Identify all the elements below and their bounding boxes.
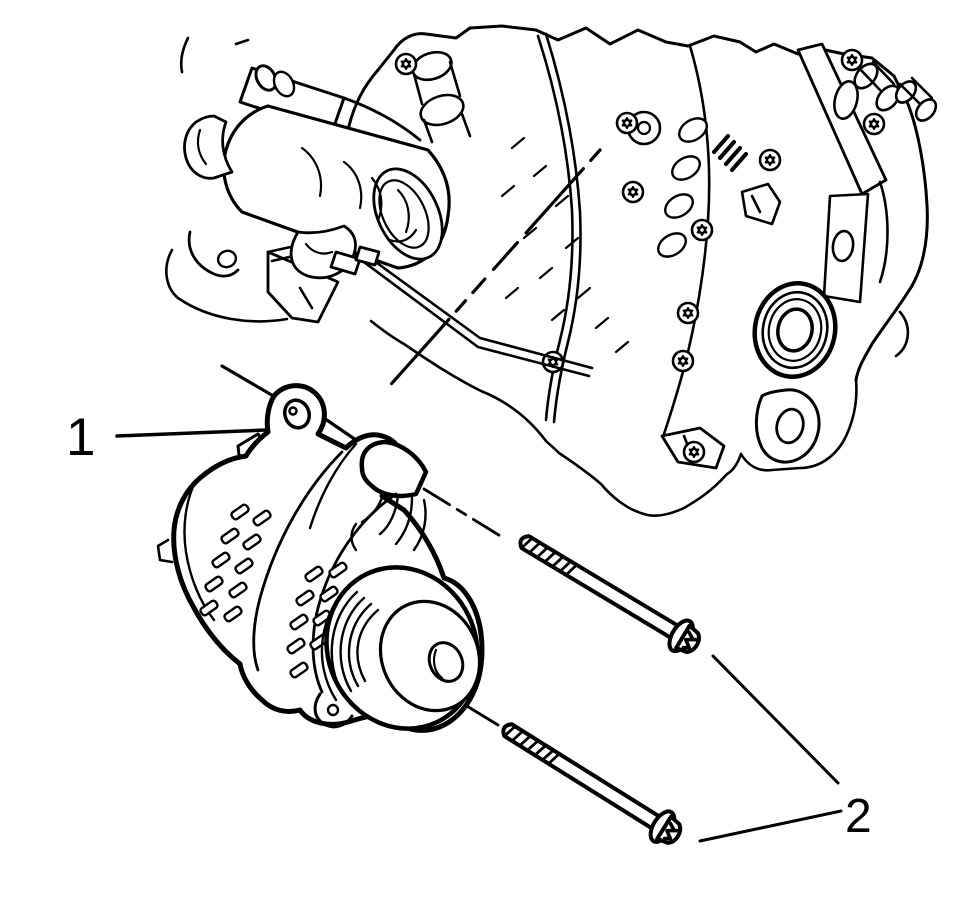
top-bracket — [411, 50, 472, 144]
generator — [156, 383, 485, 733]
rib-hatch — [712, 134, 748, 172]
mount-bracket-arm — [796, 42, 888, 304]
generator-mounting-bolts — [493, 523, 708, 853]
generator-pulley — [320, 565, 482, 731]
engine-outline — [346, 24, 929, 382]
front-ear — [359, 439, 429, 499]
callout-2-leader-upper — [711, 654, 840, 785]
engine-assembly — [165, 24, 938, 517]
callout-1-leader — [115, 428, 268, 438]
callout-2-label: 2 — [845, 790, 872, 843]
callout-2-leader-lower — [698, 809, 843, 843]
callout-1-label: 1 — [66, 408, 95, 467]
mounting-bolt-lower — [493, 711, 689, 853]
assembly-axis-dashed-line — [383, 148, 602, 393]
pulley-grooves — [320, 584, 380, 702]
mounting-lug — [754, 388, 821, 464]
vent-slots-front — [286, 561, 348, 679]
callouts: 1 2 — [66, 408, 872, 843]
starter-motor — [183, 64, 451, 280]
vent-slots-rear — [199, 503, 272, 623]
mounting-bolt-upper — [510, 523, 708, 662]
bolt-axis-line-upper-c — [422, 487, 504, 539]
crankshaft-seal — [752, 281, 838, 379]
top-right-fittings — [853, 60, 938, 122]
engine-bottom-contour — [369, 319, 743, 517]
starter-nose — [183, 114, 234, 180]
surface-hatch — [500, 136, 630, 354]
oval-bosses — [657, 117, 708, 258]
